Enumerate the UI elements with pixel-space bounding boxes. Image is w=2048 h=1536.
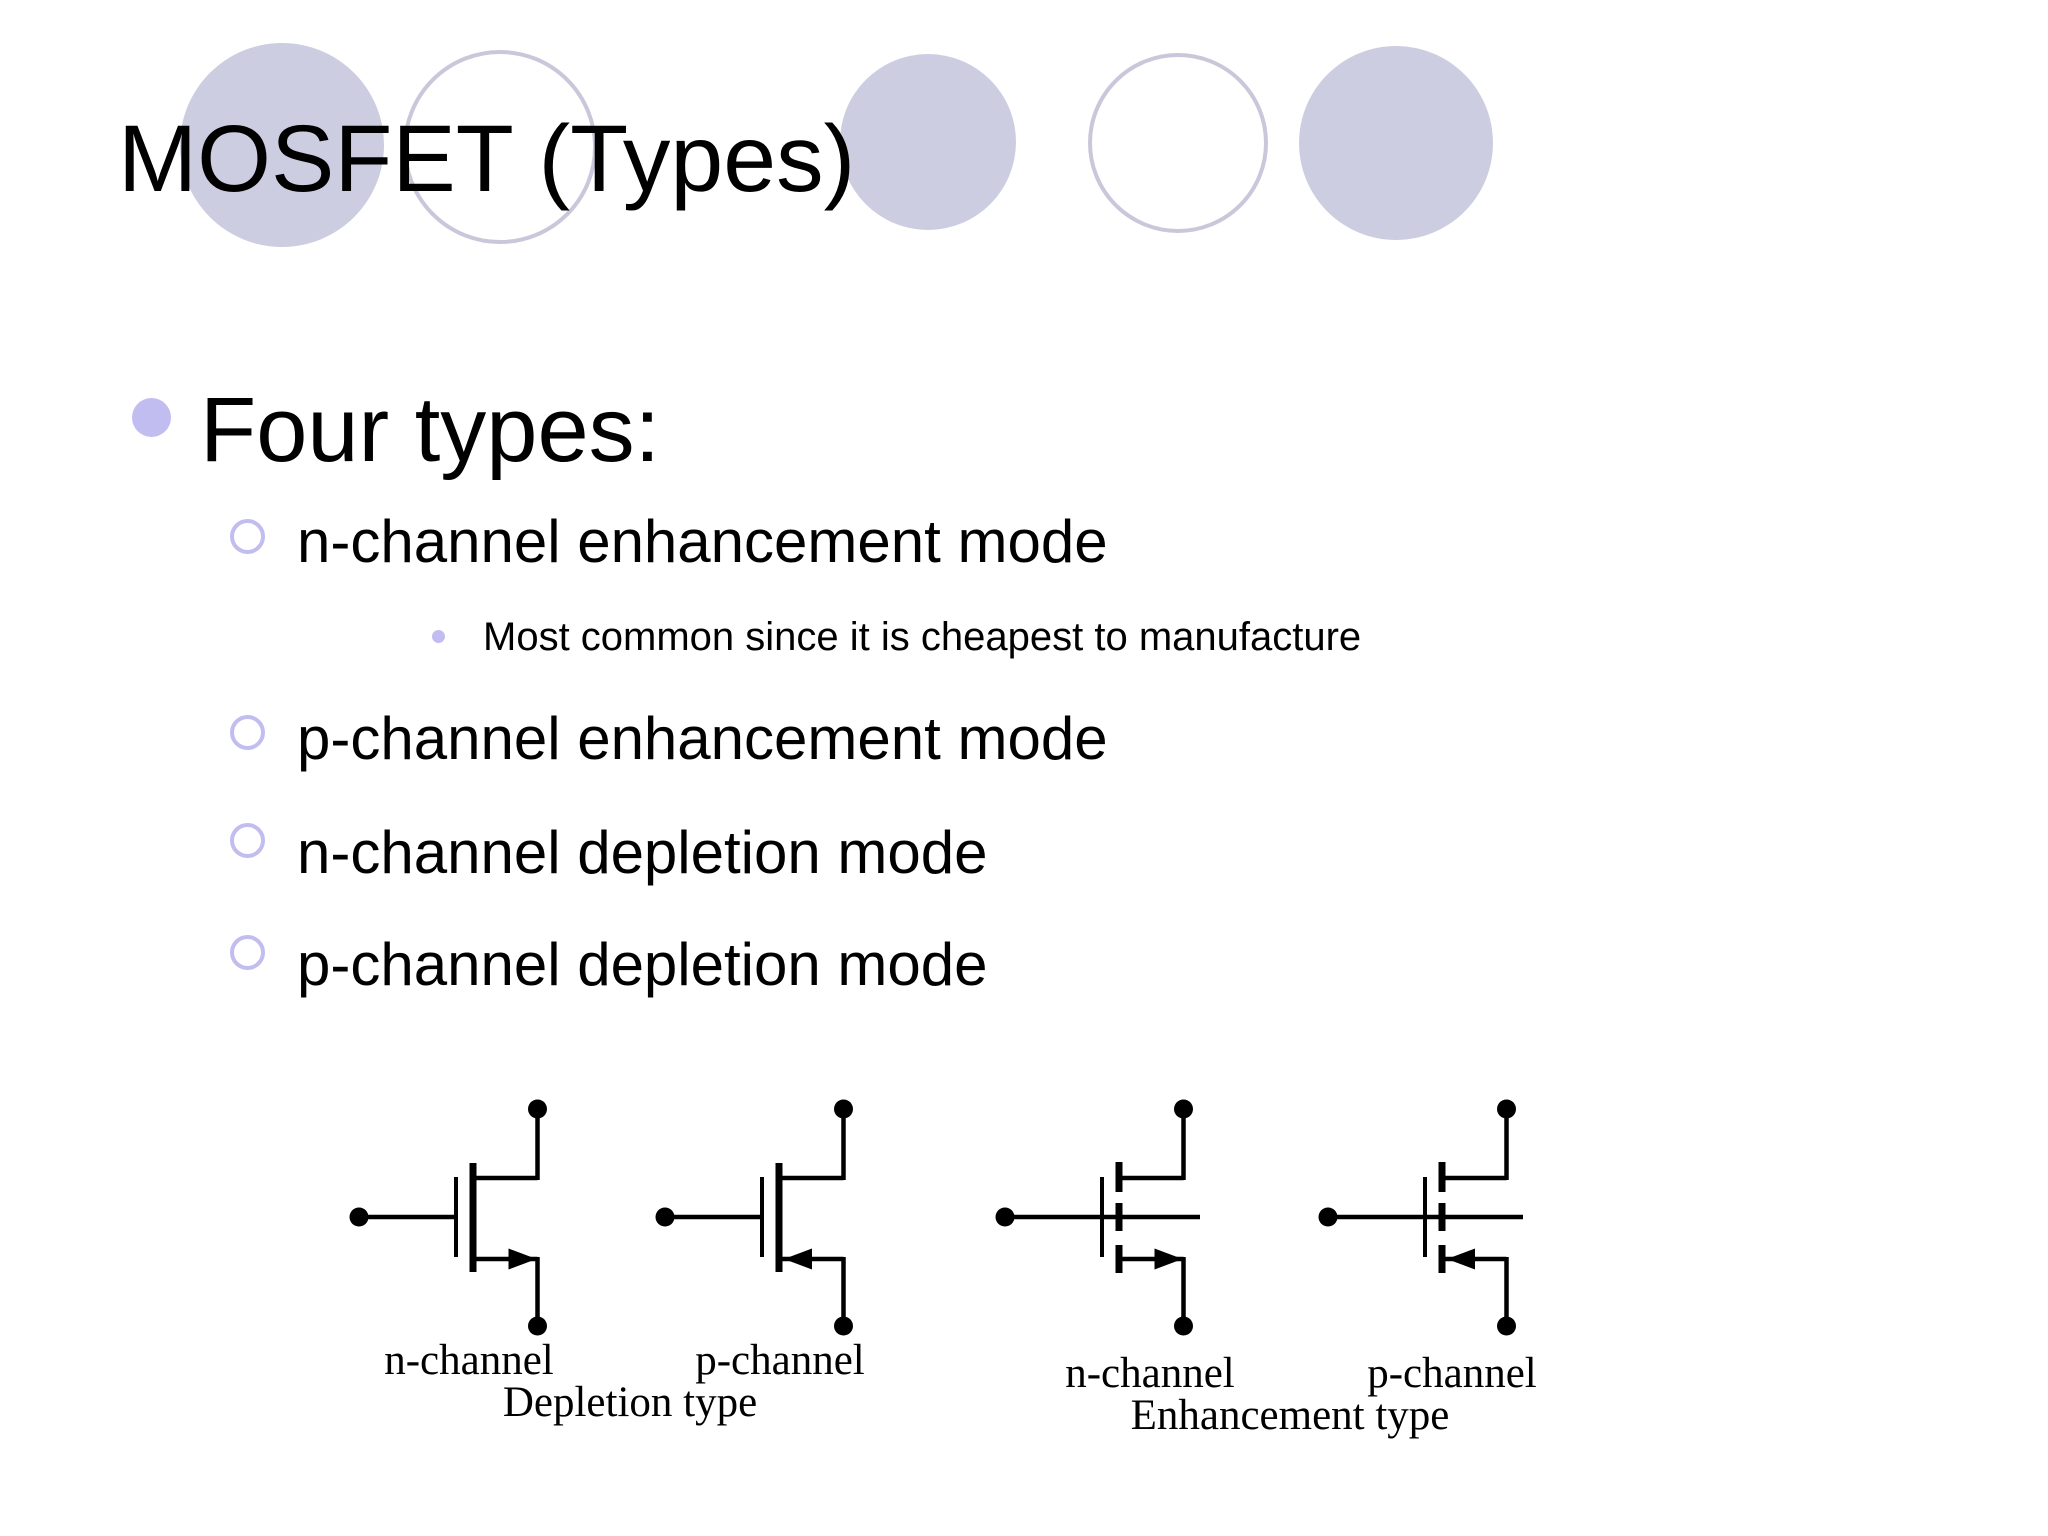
list-item: n-channel depletion mode	[297, 819, 988, 886]
list-item: n-channel enhancement mode	[297, 508, 1108, 575]
decorative-outline-circle	[403, 50, 597, 244]
figure-caption: Enhancement type	[1130, 1392, 1450, 1439]
ring-bullet-icon	[230, 823, 265, 858]
decorative-outline-circle	[1088, 53, 1268, 233]
sub-bullet-dot-icon	[432, 630, 445, 643]
decorative-filled-circle	[180, 43, 384, 247]
list-item: p-channel enhancement mode	[297, 705, 1108, 772]
ring-bullet-icon	[230, 715, 265, 750]
mosfet-symbol-p-channel-depletion	[655, 1099, 853, 1336]
decorative-filled-circle	[1299, 46, 1493, 240]
mosfet-symbol-p-channel-enhancement	[1318, 1099, 1523, 1336]
figure-label: p-channel	[1367, 1350, 1537, 1397]
bullet-dot-icon	[132, 398, 171, 437]
list-item-note: Most common since it is cheapest to manu…	[483, 615, 1362, 659]
mosfet-symbol-n-channel-enhancement	[995, 1099, 1200, 1336]
ring-bullet-icon	[230, 519, 265, 554]
figure-label: p-channel	[695, 1337, 865, 1384]
figure-label: n-channel	[1065, 1350, 1235, 1397]
slide-title: MOSFET (Types)	[118, 106, 856, 212]
figure-caption: Depletion type	[502, 1379, 758, 1426]
bullet-main-text: Four types:	[200, 379, 661, 481]
ring-bullet-icon	[230, 935, 265, 970]
figure-label: n-channel	[384, 1337, 554, 1384]
decorative-filled-circle	[840, 54, 1016, 230]
list-item: p-channel depletion mode	[297, 931, 988, 998]
mosfet-symbol-n-channel-depletion	[349, 1099, 547, 1336]
